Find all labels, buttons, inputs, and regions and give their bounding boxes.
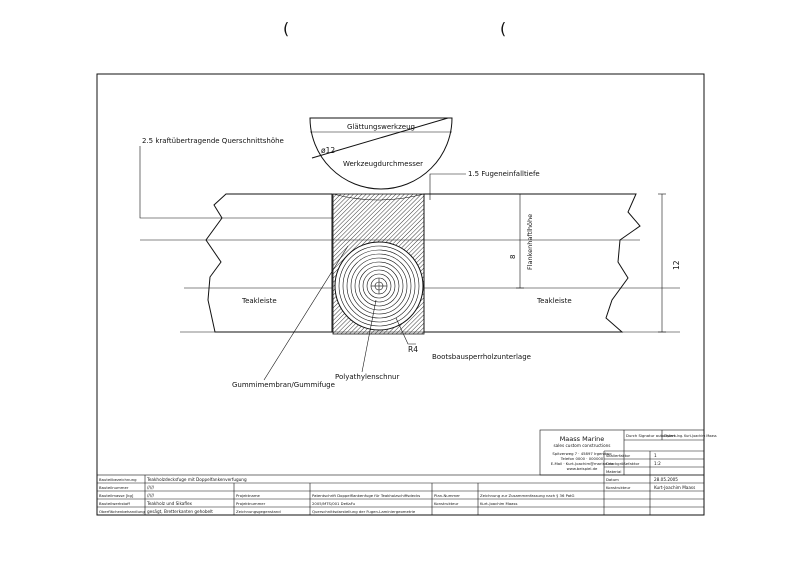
tb-left-label-5: Oberflächenbehandlung [99,509,145,514]
joint-depth-label: 1.5 Fugeneinfalltiefe [468,170,540,178]
scan-mark-left: ( [283,19,289,38]
tb-plan-label-2: Konstrukteur [434,501,459,506]
sign-label: Durch Signatur autorisiert [626,433,676,438]
cord-label: Polyathylenschnur [335,373,399,381]
tb-left-value-5: gesägt, Bretterkanten gehobelt [147,509,213,514]
tool-label: Glättungswerkzeug [347,123,415,131]
tb-left-value-1: Teakholzdecksfuge mit Doppelfankenverfug… [146,477,247,482]
tb-plan-value-2: Kurt-Joachim Maass [480,501,517,506]
tb-plan-value-1: Zeichnung zur Zusammenfassung nach § 36 … [480,493,575,498]
tb-left-label-4: Bauteilwerkstoff [99,501,130,506]
teak-strip-left [205,193,333,333]
force-height-label: 2.5 kraftübertragende Querschnittshöhe [142,137,284,145]
tb-right-label-3: Material [606,469,621,474]
tb-left-value-4: Teakholz und Sikaflex [146,501,192,506]
company-line-4: www.beispiel.de [567,466,598,471]
tb-left-value-3: ///// [147,493,155,498]
flank-height-label: Flankenhaftlhöhe [526,214,534,270]
tb-right-label-5: Konstrukteur [606,485,631,490]
tb-right-value-5: Kurt-Joachim Maass [654,485,695,490]
scan-mark-right: ( [500,19,506,38]
diameter-label: ø12 [321,146,335,155]
tb-left-label-2: Bauteilnummer [99,485,129,490]
teak-label-left: Teakleiste [241,297,277,305]
company-sub: sales custom constructions [554,443,611,448]
tb-mid-value-1: Patentschrift Doppelflankenfuge für Teak… [312,493,420,498]
tb-left-value-2: ///// [147,485,155,490]
tb-left-label-1: Bauteilbezeichnung [99,477,137,482]
tb-mid-value-3: Querschnittsdarstellung der Fugen-Lamini… [312,509,416,514]
tb-right-label-2: Druckgrößefaktor [606,461,640,466]
company-name: Maass Marine [560,435,605,443]
backing-label: Bootsbausperrholzunterlage [432,353,531,361]
tb-right-label-4: Datum [606,477,619,482]
tb-mid-label-2: Projektnummer [236,501,266,506]
tool-diameter-label: Werkzeugdurchmesser [343,160,423,168]
membrane-label: Gummimembran/Gummifuge [232,381,335,389]
smoothing-tool [309,117,453,190]
tb-plan-label-1: Plan-Nummer [434,493,460,498]
teak-label-right: Teakleiste [536,297,572,305]
tb-mid-label-1: Projektname [236,493,261,498]
tb-mid-label-3: Zeichnungsgegenstand [236,509,281,514]
dim-8-label: 8 [509,255,517,259]
title-block: Maass Marine sales custom constructions … [96,429,717,516]
tb-right-value-4: 28.05.2005 [654,477,678,482]
tb-right-label-1: Skalierfaktor [606,453,631,458]
dim-12-label: 12 [672,260,681,270]
tb-left-label-3: Bauteilmasse [kg] [99,493,134,498]
tb-mid-value-2: 2005/MTS/001 DeKaFu [312,501,356,506]
tb-right-value-1: 1 [654,453,657,458]
sign-value: Diplom-Ing. Kurt-Joachim Maass [664,434,717,438]
company-line-1: Spitzerweg 7 · 45897 Irgendwo [552,451,612,456]
company-line-3: E-Mail · Kurt-Joachim@marine.de [551,461,614,466]
radius-label: R4 [408,345,418,354]
polyethylene-cord [334,241,424,331]
company-line-2: Telefon 0000 · 000000 [560,456,604,461]
tb-right-value-2: 1:2 [654,461,661,466]
